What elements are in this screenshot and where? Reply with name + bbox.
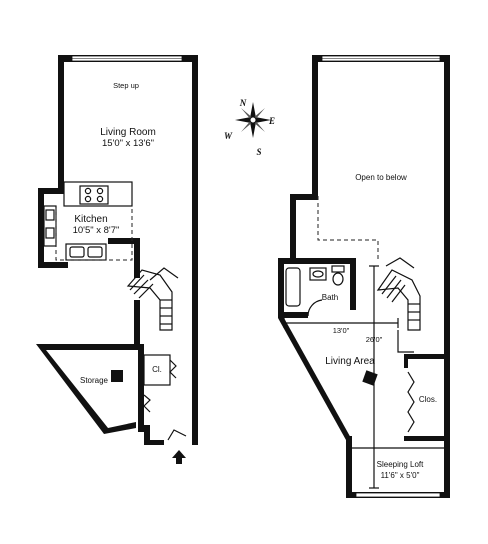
bathtub-icon — [285, 267, 301, 307]
kitchen-bottom-wall — [38, 262, 68, 268]
compass-south: S — [256, 147, 261, 157]
lower-level-plan: Step up Living Room 15'0" x 13'6" Kitche… — [36, 55, 198, 464]
open-to-below-outline — [317, 196, 379, 262]
kitchen-dims: 10'5" x 8'7" — [73, 225, 120, 236]
bath-top-wall — [278, 258, 354, 264]
kitchen-left-wall — [38, 188, 44, 268]
toilet-icon — [332, 272, 344, 286]
fridge-icon — [45, 209, 55, 221]
closet-upper-label: Clos. — [419, 395, 437, 404]
storage-walls — [36, 344, 140, 434]
closet-door-icon — [169, 359, 177, 379]
entry-bottom-wall — [144, 440, 164, 445]
dishwasher-icon — [45, 227, 55, 239]
lower-left-wall — [58, 55, 64, 190]
closet-left-wall-top — [404, 354, 408, 368]
width-dimension-line — [283, 318, 399, 328]
bath-sink-icon — [309, 267, 327, 281]
length-dim-label: 26'0" — [366, 335, 383, 344]
upper-jog-left — [290, 194, 296, 260]
kitchen-dashed-outline — [55, 206, 133, 261]
step-up-label: Step up — [113, 81, 139, 90]
lower-right-wall — [192, 55, 198, 445]
bath-door-icon — [307, 299, 323, 317]
width-dim-label: 13'0" — [333, 326, 350, 335]
sink-icon — [65, 243, 107, 261]
sleeping-loft-dims: 11'6" x 5'0" — [381, 471, 420, 480]
stair-wall — [134, 300, 140, 344]
storage-column — [111, 370, 123, 382]
kitchen-label: Kitchen — [74, 214, 107, 225]
kitchen-lower-wall — [108, 238, 134, 244]
living-room-label: Living Room — [100, 127, 156, 138]
closet-outline — [143, 354, 171, 386]
living-room-dims: 15'0" x 13'6" — [102, 138, 154, 149]
upper-bottom-window — [355, 492, 441, 498]
entry-door-icon — [167, 429, 187, 441]
compass-west: W — [224, 131, 233, 141]
storage-right-wall — [138, 344, 144, 432]
upper-stairs — [376, 257, 421, 353]
bath-label: Bath — [322, 293, 338, 302]
compass-rose-icon: N S E W — [224, 98, 275, 157]
upper-right-wall — [444, 55, 450, 497]
closet-bottom-wall — [404, 436, 446, 441]
living-area-label: Living Area — [325, 356, 375, 367]
closet-top-wall — [404, 354, 446, 359]
upper-level-plan: Open to below Bath 13'0" 26'0" Living Ar… — [278, 55, 450, 498]
open-to-below-label: Open to below — [355, 173, 407, 182]
lower-stairs — [126, 238, 179, 331]
length-dimension-line — [369, 265, 379, 489]
stove-icon — [79, 185, 109, 205]
bath-left-wall — [278, 258, 284, 318]
compass-east: E — [268, 116, 275, 126]
entry-left-wall — [144, 425, 150, 445]
closet-bifold-door-icon — [407, 371, 415, 433]
storage-label: Storage — [80, 376, 109, 385]
bath-bottom-wall — [278, 312, 308, 318]
bath-right-wall — [350, 258, 356, 310]
upper-jog-top — [290, 194, 318, 200]
closet-label: Cl. — [152, 365, 162, 374]
toilet-tank-icon — [331, 265, 345, 273]
compass-north: N — [239, 98, 247, 108]
sleeping-loft-label: Sleeping Loft — [377, 460, 424, 469]
storage-door-icon — [143, 394, 151, 413]
loft-left-wall — [346, 436, 352, 498]
upper-left-wall — [312, 55, 318, 197]
living-area-column — [362, 370, 378, 386]
living-area-diagonal-wall — [278, 318, 352, 440]
entry-arrow-icon — [172, 450, 186, 464]
kitchen-top-wall — [38, 188, 64, 194]
kitchen-counter-top — [63, 181, 133, 207]
